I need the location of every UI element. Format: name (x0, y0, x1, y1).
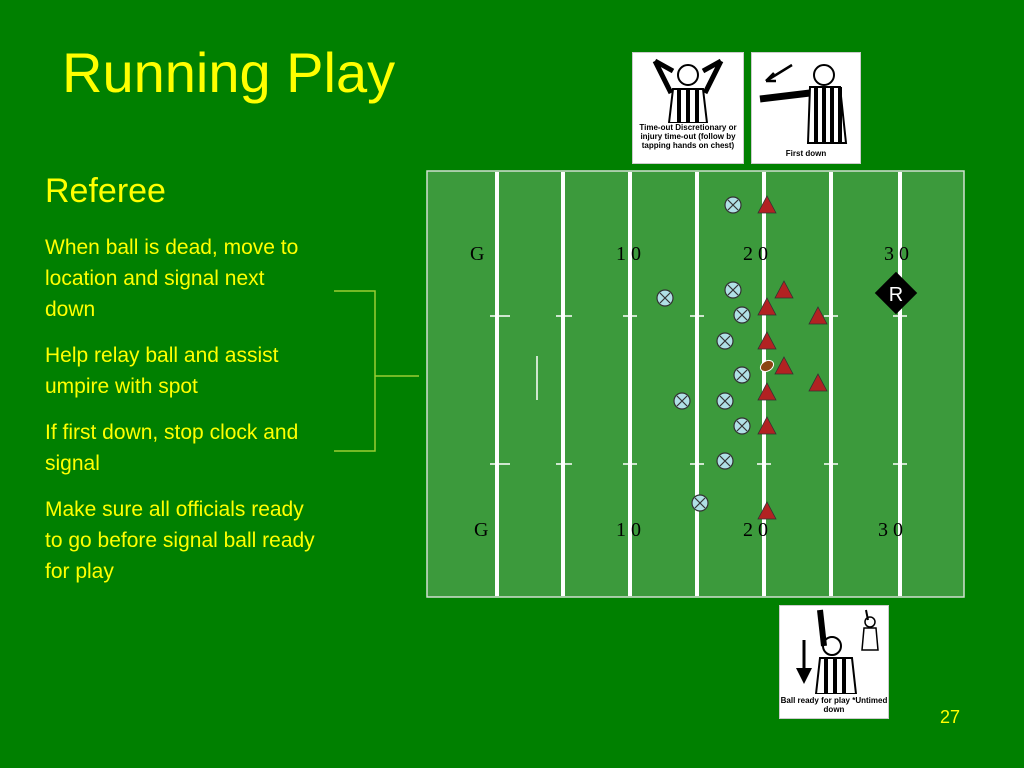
defense-player (724, 196, 742, 214)
bullet-item: When ball is dead, move to location and … (45, 236, 299, 321)
referee-label: R (889, 284, 903, 306)
defense-player (691, 494, 709, 512)
defense-player (724, 281, 742, 299)
hash-marks (490, 315, 907, 465)
yard-label-bottom: 3 0 (878, 519, 903, 541)
defense-player (733, 306, 751, 324)
bullet-list: When ball is dead, move to location and … (45, 232, 320, 602)
defense-player (673, 392, 691, 410)
slide-title: Running Play (62, 41, 396, 104)
bracket-connector (334, 290, 419, 452)
offense-player (757, 297, 777, 316)
section-heading: Referee (45, 172, 166, 210)
ready-for-play-signal-illustration: Ball ready for play *Untimed down (779, 605, 889, 719)
yard-label-bottom: 2 0 (743, 519, 768, 541)
yard-label-top: 3 0 (884, 243, 909, 265)
bullet-item: If first down, stop clock and signal (45, 421, 299, 475)
bullet-item: Help relay ball and assist umpire with s… (45, 344, 279, 398)
defense-player (716, 332, 734, 350)
yard-label-top: G (470, 243, 484, 265)
defense-players (656, 196, 751, 512)
offense-player (757, 331, 777, 350)
offense-player (757, 501, 777, 520)
defense-player (656, 289, 674, 307)
page-number: 27 (940, 707, 961, 727)
offense-player (808, 306, 828, 325)
referee-timeout-icon (652, 58, 724, 123)
timeout-signal-illustration: Time-out Discretionary or injury time-ou… (632, 52, 744, 164)
offense-player (774, 356, 794, 375)
bullet-item: Make sure all officials ready to go befo… (45, 498, 315, 583)
ready-caption: Ball ready for play *Untimed down (780, 696, 888, 714)
yard-label-bottom: G (474, 519, 488, 541)
first-down-signal-illustration: First down (751, 52, 861, 164)
offense-player (757, 416, 777, 435)
referee-first-down-icon (759, 63, 848, 144)
offense-player (808, 373, 828, 392)
offense-player (757, 195, 777, 214)
timeout-caption: Time-out Discretionary or injury time-ou… (639, 123, 737, 150)
football-icon (759, 359, 775, 373)
referee-ready-icon (796, 609, 879, 694)
defense-player (733, 366, 751, 384)
first-down-caption: First down (785, 149, 827, 158)
yard-label-top: 1 0 (616, 243, 641, 265)
offense-player (774, 280, 794, 299)
defense-player (716, 392, 734, 410)
defense-player (716, 452, 734, 470)
football-field-diagram: G 1 0 2 0 3 0 G 1 0 2 0 3 0 R (426, 170, 965, 598)
yard-label-bottom: 1 0 (616, 519, 641, 541)
yard-label-top: 2 0 (743, 243, 768, 265)
offense-players (757, 195, 828, 520)
defense-player (733, 417, 751, 435)
yard-lines (495, 172, 902, 596)
offense-player (757, 382, 777, 401)
